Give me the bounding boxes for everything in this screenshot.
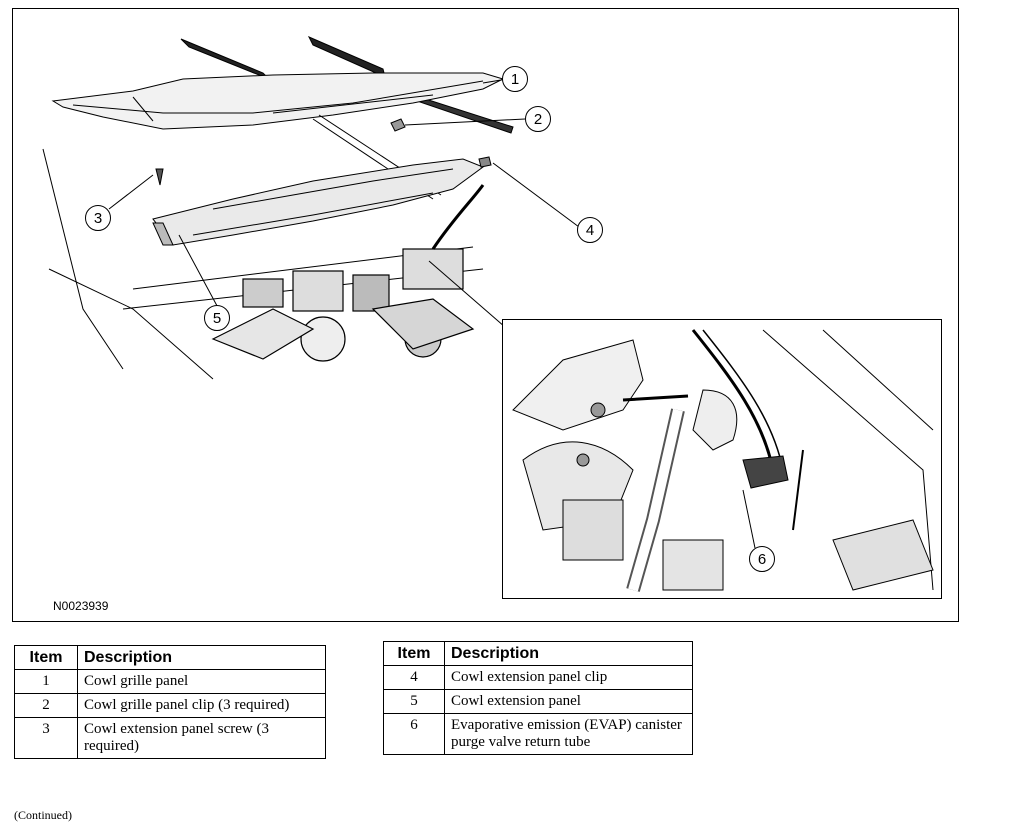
inset-detail-view: 6 (502, 319, 942, 599)
legend-header-row: Item Description (383, 641, 693, 666)
table-row: 3 Cowl extension panel screw (3 required… (14, 717, 326, 759)
evap-tube-detail (512, 329, 934, 592)
callout-1: 1 (502, 66, 528, 92)
table-row: 2 Cowl grille panel clip (3 required) (14, 693, 326, 718)
description-header: Description (444, 641, 693, 666)
item-description: Cowl extension panel (444, 689, 693, 714)
legend-header-row: Item Description (14, 645, 326, 670)
table-row: 1 Cowl grille panel (14, 669, 326, 694)
item-header: Item (383, 641, 445, 666)
table-row: 4 Cowl extension panel clip (383, 665, 693, 690)
callout-4: 4 (577, 217, 603, 243)
item-number: 2 (14, 693, 78, 718)
item-number: 4 (383, 665, 445, 690)
table-row: 6 Evaporative emission (EVAP) canister p… (383, 713, 693, 755)
callout-5: 5 (204, 305, 230, 331)
callout-2: 2 (525, 106, 551, 132)
description-header: Description (77, 645, 326, 670)
item-number: 5 (383, 689, 445, 714)
item-description: Cowl grille panel (77, 669, 326, 694)
table-row: 5 Cowl extension panel (383, 689, 693, 714)
callout-6: 6 (749, 546, 775, 572)
item-header: Item (14, 645, 78, 670)
item-number: 1 (14, 669, 78, 694)
item-description: Evaporative emission (EVAP) canister pur… (444, 713, 693, 755)
item-description: Cowl grille panel clip (3 required) (77, 693, 326, 718)
item-description: Cowl extension panel screw (3 required) (77, 717, 326, 759)
legend-table-right: Item Description 4 Cowl extension panel … (383, 641, 693, 755)
item-description: Cowl extension panel clip (444, 665, 693, 690)
legend-table-left: Item Description 1 Cowl grille panel 2 C… (14, 645, 326, 759)
figure-frame: 1 2 3 4 5 (12, 8, 959, 622)
cowl-exploded-illustration (42, 35, 580, 380)
figure-id: N0023939 (53, 599, 109, 613)
item-number: 3 (14, 717, 78, 759)
continued-note: (Continued) (14, 808, 72, 822)
item-number: 6 (383, 713, 445, 755)
callout-3: 3 (85, 205, 111, 231)
